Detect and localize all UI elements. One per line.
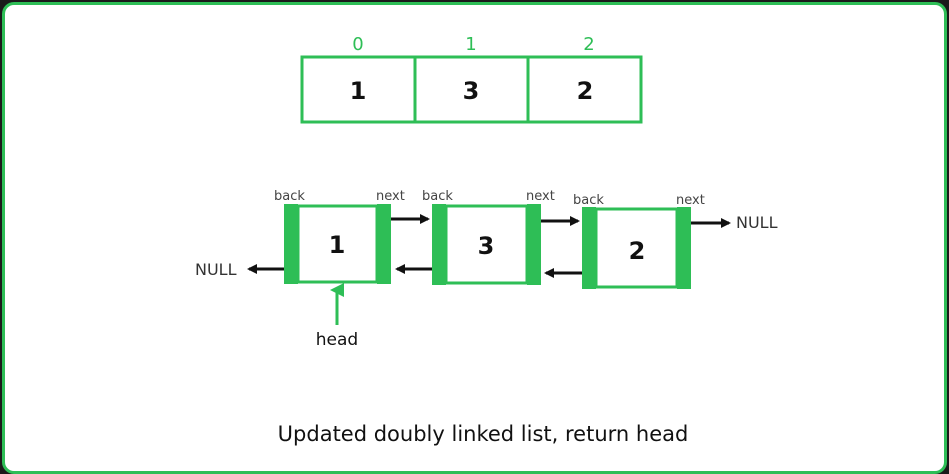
array-index-2: 2 [583, 34, 594, 55]
next-pointer-label: next [526, 189, 555, 204]
caption: Updated doubly linked list, return head [278, 422, 689, 446]
array-index-1: 1 [465, 34, 476, 55]
back-pointer-label: back [573, 193, 604, 208]
node-value: 1 [329, 231, 346, 259]
list-node-2: 3 back next [422, 189, 555, 285]
list-node-1: 1 back next [274, 189, 405, 284]
array: 0 1 2 1 3 2 [300, 34, 643, 124]
node-value: 3 [478, 232, 495, 260]
node-back-pointer-field [284, 204, 298, 284]
array-cell-1: 3 [463, 77, 480, 105]
array-index-0: 0 [352, 34, 363, 55]
back-pointer-label: back [422, 189, 453, 204]
node-next-pointer-field [377, 204, 391, 284]
node-next-pointer-field [677, 207, 691, 289]
node-next-pointer-field [527, 204, 541, 285]
array-cell-2: 2 [577, 77, 594, 105]
node-back-pointer-field [432, 204, 446, 285]
array-outline [300, 55, 643, 124]
next-pointer-label: next [376, 189, 405, 204]
list-node-3: 2 back next [573, 193, 705, 289]
null-right-label: NULL [736, 213, 778, 232]
array-cell-0: 1 [350, 77, 367, 105]
back-pointer-label: back [274, 189, 305, 204]
head-label: head [316, 330, 358, 350]
null-left-label: NULL [195, 260, 237, 279]
node-value: 2 [629, 237, 646, 265]
node-value-field [444, 204, 529, 285]
node-back-pointer-field [582, 207, 596, 289]
next-pointer-label: next [676, 193, 705, 208]
node-value-field [296, 204, 379, 284]
